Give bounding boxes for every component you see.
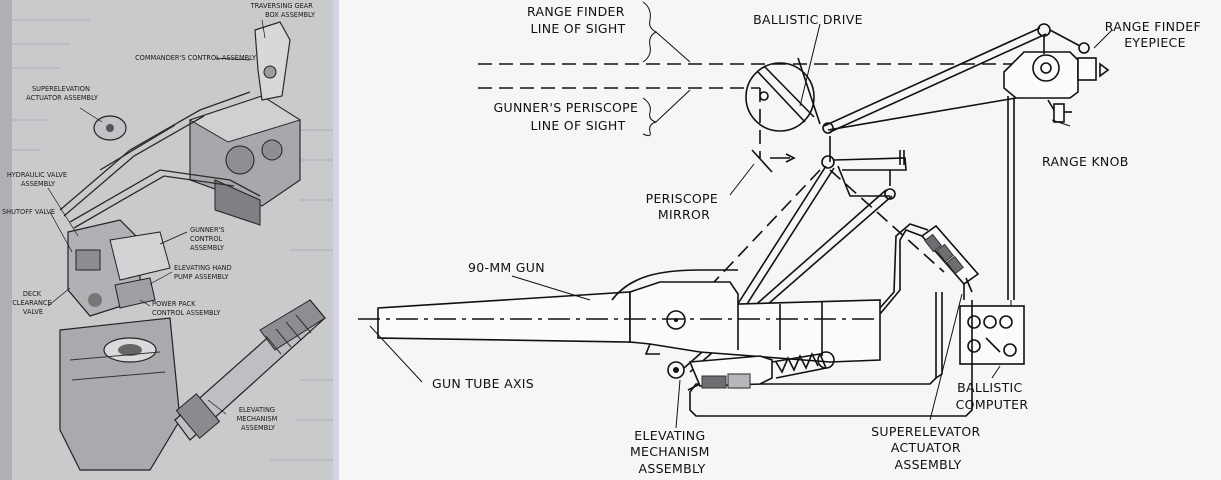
right-labels: RANGE FINDER LINE OF SIGHT BALLISTIC DRI… bbox=[432, 4, 1205, 476]
range-finder-eyepiece-drawing bbox=[1003, 23, 1110, 99]
page-edge-strip bbox=[0, 0, 12, 480]
left-leader-lines bbox=[47, 19, 266, 415]
label-power-pack: POWER PACK CONTROL ASSEMBLY bbox=[152, 300, 221, 317]
label-elevating-hand-pump: ELEVATING HAND PUMP ASSEMBLY bbox=[174, 264, 234, 281]
sight-lines bbox=[478, 63, 1040, 158]
label-shutoff-valve: SHUTOFF VALVE bbox=[2, 208, 55, 216]
right-leader-lines bbox=[369, 1, 1113, 429]
label-superelevation-actuator: SUPERELEVATION ACTUATOR ASSEMBLY bbox=[26, 85, 99, 102]
traversing-gear-box-drawing bbox=[188, 21, 302, 226]
periscope-mirror-drawing bbox=[751, 149, 796, 173]
label-gunners-periscope-line-of-sight: GUNNER'S PERISCOPE LINE OF SIGHT bbox=[494, 100, 643, 133]
label-range-knob: RANGE KNOB bbox=[1042, 154, 1129, 169]
label-deck-clearance: DECK CLEARANCE VALVE bbox=[12, 290, 54, 316]
gun-tube-drawing bbox=[377, 269, 881, 363]
label-periscope-mirror: PERISCOPE MIRROR bbox=[646, 191, 723, 222]
superelevator-actuator-drawing bbox=[920, 224, 980, 293]
power-pack-drawing bbox=[59, 317, 181, 471]
range-knob-drawing bbox=[1047, 99, 1072, 127]
left-labels: TRAVERSING GEAR BOX ASSEMBLY COMMANDER'S… bbox=[2, 2, 316, 432]
elevating-mechanism-drawing bbox=[174, 299, 326, 441]
label-gunners-control: GUNNER'S CONTROL ASSEMBLY bbox=[190, 226, 227, 252]
label-range-finder-eyepiece: RANGE FINDEF EYEPIECE bbox=[1105, 19, 1205, 50]
left-figure-panel: TRAVERSING GEAR BOX ASSEMBLY COMMANDER'S… bbox=[0, 0, 333, 480]
label-traversing-gear: TRAVERSING GEAR BOX ASSEMBLY bbox=[250, 2, 316, 19]
label-hydraulic-valve: HYDRAULIC VALVE ASSEMBLY bbox=[7, 171, 69, 188]
left-figure-svg: TRAVERSING GEAR BOX ASSEMBLY COMMANDER'S… bbox=[2, 2, 333, 471]
upper-piping bbox=[59, 91, 261, 229]
ballistic-computer-drawing bbox=[959, 305, 1025, 365]
right-figure-svg: RANGE FINDER LINE OF SIGHT BALLISTIC DRI… bbox=[358, 1, 1205, 476]
label-ballistic-drive: BALLISTIC DRIVE bbox=[753, 12, 863, 27]
label-gun-tube-axis: GUN TUBE AXIS bbox=[432, 376, 534, 391]
periscope-head bbox=[745, 62, 815, 132]
label-ballistic-computer: BALLISTIC COMPUTER bbox=[956, 380, 1029, 412]
gunners-control-drawing bbox=[67, 219, 171, 317]
label-range-finder-line-of-sight: RANGE FINDER LINE OF SIGHT bbox=[527, 4, 629, 36]
label-elevating-mechanism-left: ELEVATING MECHANISM ASSEMBLY bbox=[237, 406, 280, 432]
right-figure-panel: RANGE FINDER LINE OF SIGHT BALLISTIC DRI… bbox=[333, 0, 1221, 480]
elevating-mechanism-drawing-right bbox=[667, 351, 835, 389]
label-90mm-gun: 90-MM GUN bbox=[468, 260, 545, 275]
background-text-lines bbox=[12, 19, 333, 461]
label-superelevator-actuator: SUPERELEVATOR ACTUATOR ASSEMBLY bbox=[871, 424, 985, 472]
label-elevating-mechanism-right: ELEVATING MECHANISM ASSEMBLY bbox=[630, 428, 714, 476]
label-commanders-control: COMMANDER'S CONTROL ASSEMBLY bbox=[135, 54, 257, 62]
